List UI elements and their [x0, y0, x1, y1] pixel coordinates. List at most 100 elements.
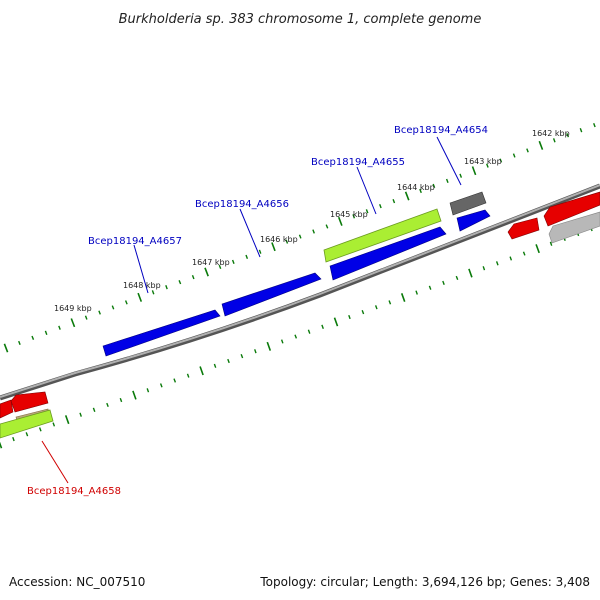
minor-tick — [213, 363, 217, 368]
major-tick — [64, 415, 70, 425]
gene-arrow[interactable] — [543, 191, 600, 227]
minor-tick — [486, 163, 489, 168]
minor-tick — [445, 178, 449, 183]
major-tick — [0, 441, 3, 449]
minor-tick — [92, 407, 96, 412]
minor-tick — [379, 204, 382, 209]
major-tick — [271, 242, 276, 252]
minor-tick — [98, 310, 101, 315]
major-tick — [266, 341, 272, 351]
minor-tick — [566, 133, 570, 138]
major-tick — [538, 140, 544, 150]
major-tick — [137, 292, 143, 302]
minor-tick — [254, 349, 257, 354]
gene-arrow-gray[interactable] — [548, 211, 600, 244]
minor-tick — [374, 305, 378, 310]
major-tick — [337, 216, 343, 226]
inner-tick-track — [0, 227, 593, 449]
minor-tick — [361, 310, 365, 315]
gene-label-a4657[interactable]: Bcep18194_A4657 — [88, 236, 182, 247]
minor-tick — [111, 305, 115, 310]
reverse-genes — [0, 191, 600, 439]
gene-arrow[interactable] — [102, 309, 221, 357]
topology-text: Topology: circular; Length: 3,694,126 bp… — [259, 575, 590, 589]
gene-arrow[interactable] — [0, 399, 14, 419]
minor-tick — [173, 378, 177, 383]
tick-label-1649: 1649 kbp — [54, 304, 92, 313]
minor-tick — [593, 123, 596, 128]
minor-tick — [526, 148, 529, 153]
accession-text: Accession: NC_007510 — [9, 575, 145, 589]
minor-tick — [325, 224, 329, 229]
gene-arrow[interactable] — [10, 391, 49, 413]
minor-tick — [312, 229, 315, 234]
minor-tick — [499, 158, 503, 163]
minor-tick — [18, 340, 21, 346]
minor-tick — [365, 209, 369, 214]
minor-tick — [495, 261, 499, 266]
major-tick — [204, 267, 209, 277]
tick-label-1647: 1647 kbp — [192, 258, 230, 267]
major-tick — [132, 390, 137, 400]
minor-tick — [432, 183, 436, 189]
minor-tick — [124, 300, 128, 305]
minor-tick — [38, 427, 42, 432]
minor-tick — [227, 358, 230, 364]
minor-tick — [321, 324, 324, 329]
major-tick — [400, 293, 406, 302]
minor-tick — [119, 397, 123, 403]
gene-arrow[interactable] — [507, 217, 540, 240]
gene-arrow[interactable] — [329, 226, 447, 281]
minor-tick — [307, 329, 311, 334]
minor-tick — [459, 173, 463, 178]
minor-tick — [25, 432, 29, 437]
minor-tick — [352, 214, 356, 219]
minor-tick — [146, 388, 150, 393]
gene-arrow-highlighted[interactable] — [0, 409, 54, 439]
gene-arrow[interactable] — [456, 209, 491, 232]
gene-arrow-highlighted[interactable] — [323, 208, 442, 263]
gene-arrow-gray[interactable] — [449, 191, 487, 216]
major-tick — [3, 343, 9, 353]
minor-tick — [231, 259, 235, 265]
minor-tick — [298, 234, 302, 239]
major-tick — [333, 317, 339, 327]
minor-tick — [280, 339, 284, 344]
minor-tick — [415, 290, 418, 295]
gene-label-a4654[interactable]: Bcep18194_A4654 — [394, 125, 488, 136]
minor-tick — [79, 412, 82, 417]
minor-tick — [44, 330, 48, 335]
minor-tick — [191, 274, 195, 280]
minor-tick — [240, 353, 244, 359]
forward-genes — [102, 191, 491, 357]
major-tick — [471, 166, 477, 176]
minor-tick — [388, 300, 392, 305]
minor-tick — [245, 254, 249, 259]
major-tick — [199, 366, 204, 376]
tick-label-1644: 1644 kbp — [397, 183, 435, 192]
major-tick — [404, 191, 410, 201]
major-tick — [468, 268, 473, 278]
minor-tick — [419, 188, 422, 194]
tick-label-1645: 1645 kbp — [330, 210, 368, 219]
tick-label-1648: 1648 kbp — [123, 281, 161, 290]
minor-tick — [348, 314, 351, 320]
minor-tick — [58, 325, 61, 330]
gene-arrow[interactable] — [221, 272, 322, 317]
minor-tick — [218, 264, 222, 270]
gene-label-a4656[interactable]: Bcep18194_A4656 — [195, 199, 289, 210]
map-title: Burkholderia sp. 383 chromosome 1, compl… — [119, 12, 482, 27]
minor-tick — [106, 402, 109, 408]
minor-tick — [428, 285, 432, 290]
tick-label-1646: 1646 kbp — [260, 235, 298, 244]
minor-tick — [392, 198, 396, 204]
minor-tick — [512, 153, 516, 158]
gene-label-a4655[interactable]: Bcep18194_A4655 — [311, 157, 405, 168]
minor-tick — [294, 334, 298, 339]
minor-tick — [285, 239, 289, 244]
minor-tick — [442, 280, 445, 285]
minor-tick — [186, 373, 190, 378]
minor-tick — [151, 290, 155, 295]
gene-label-a4658[interactable]: Bcep18194_A4658 — [27, 486, 121, 497]
